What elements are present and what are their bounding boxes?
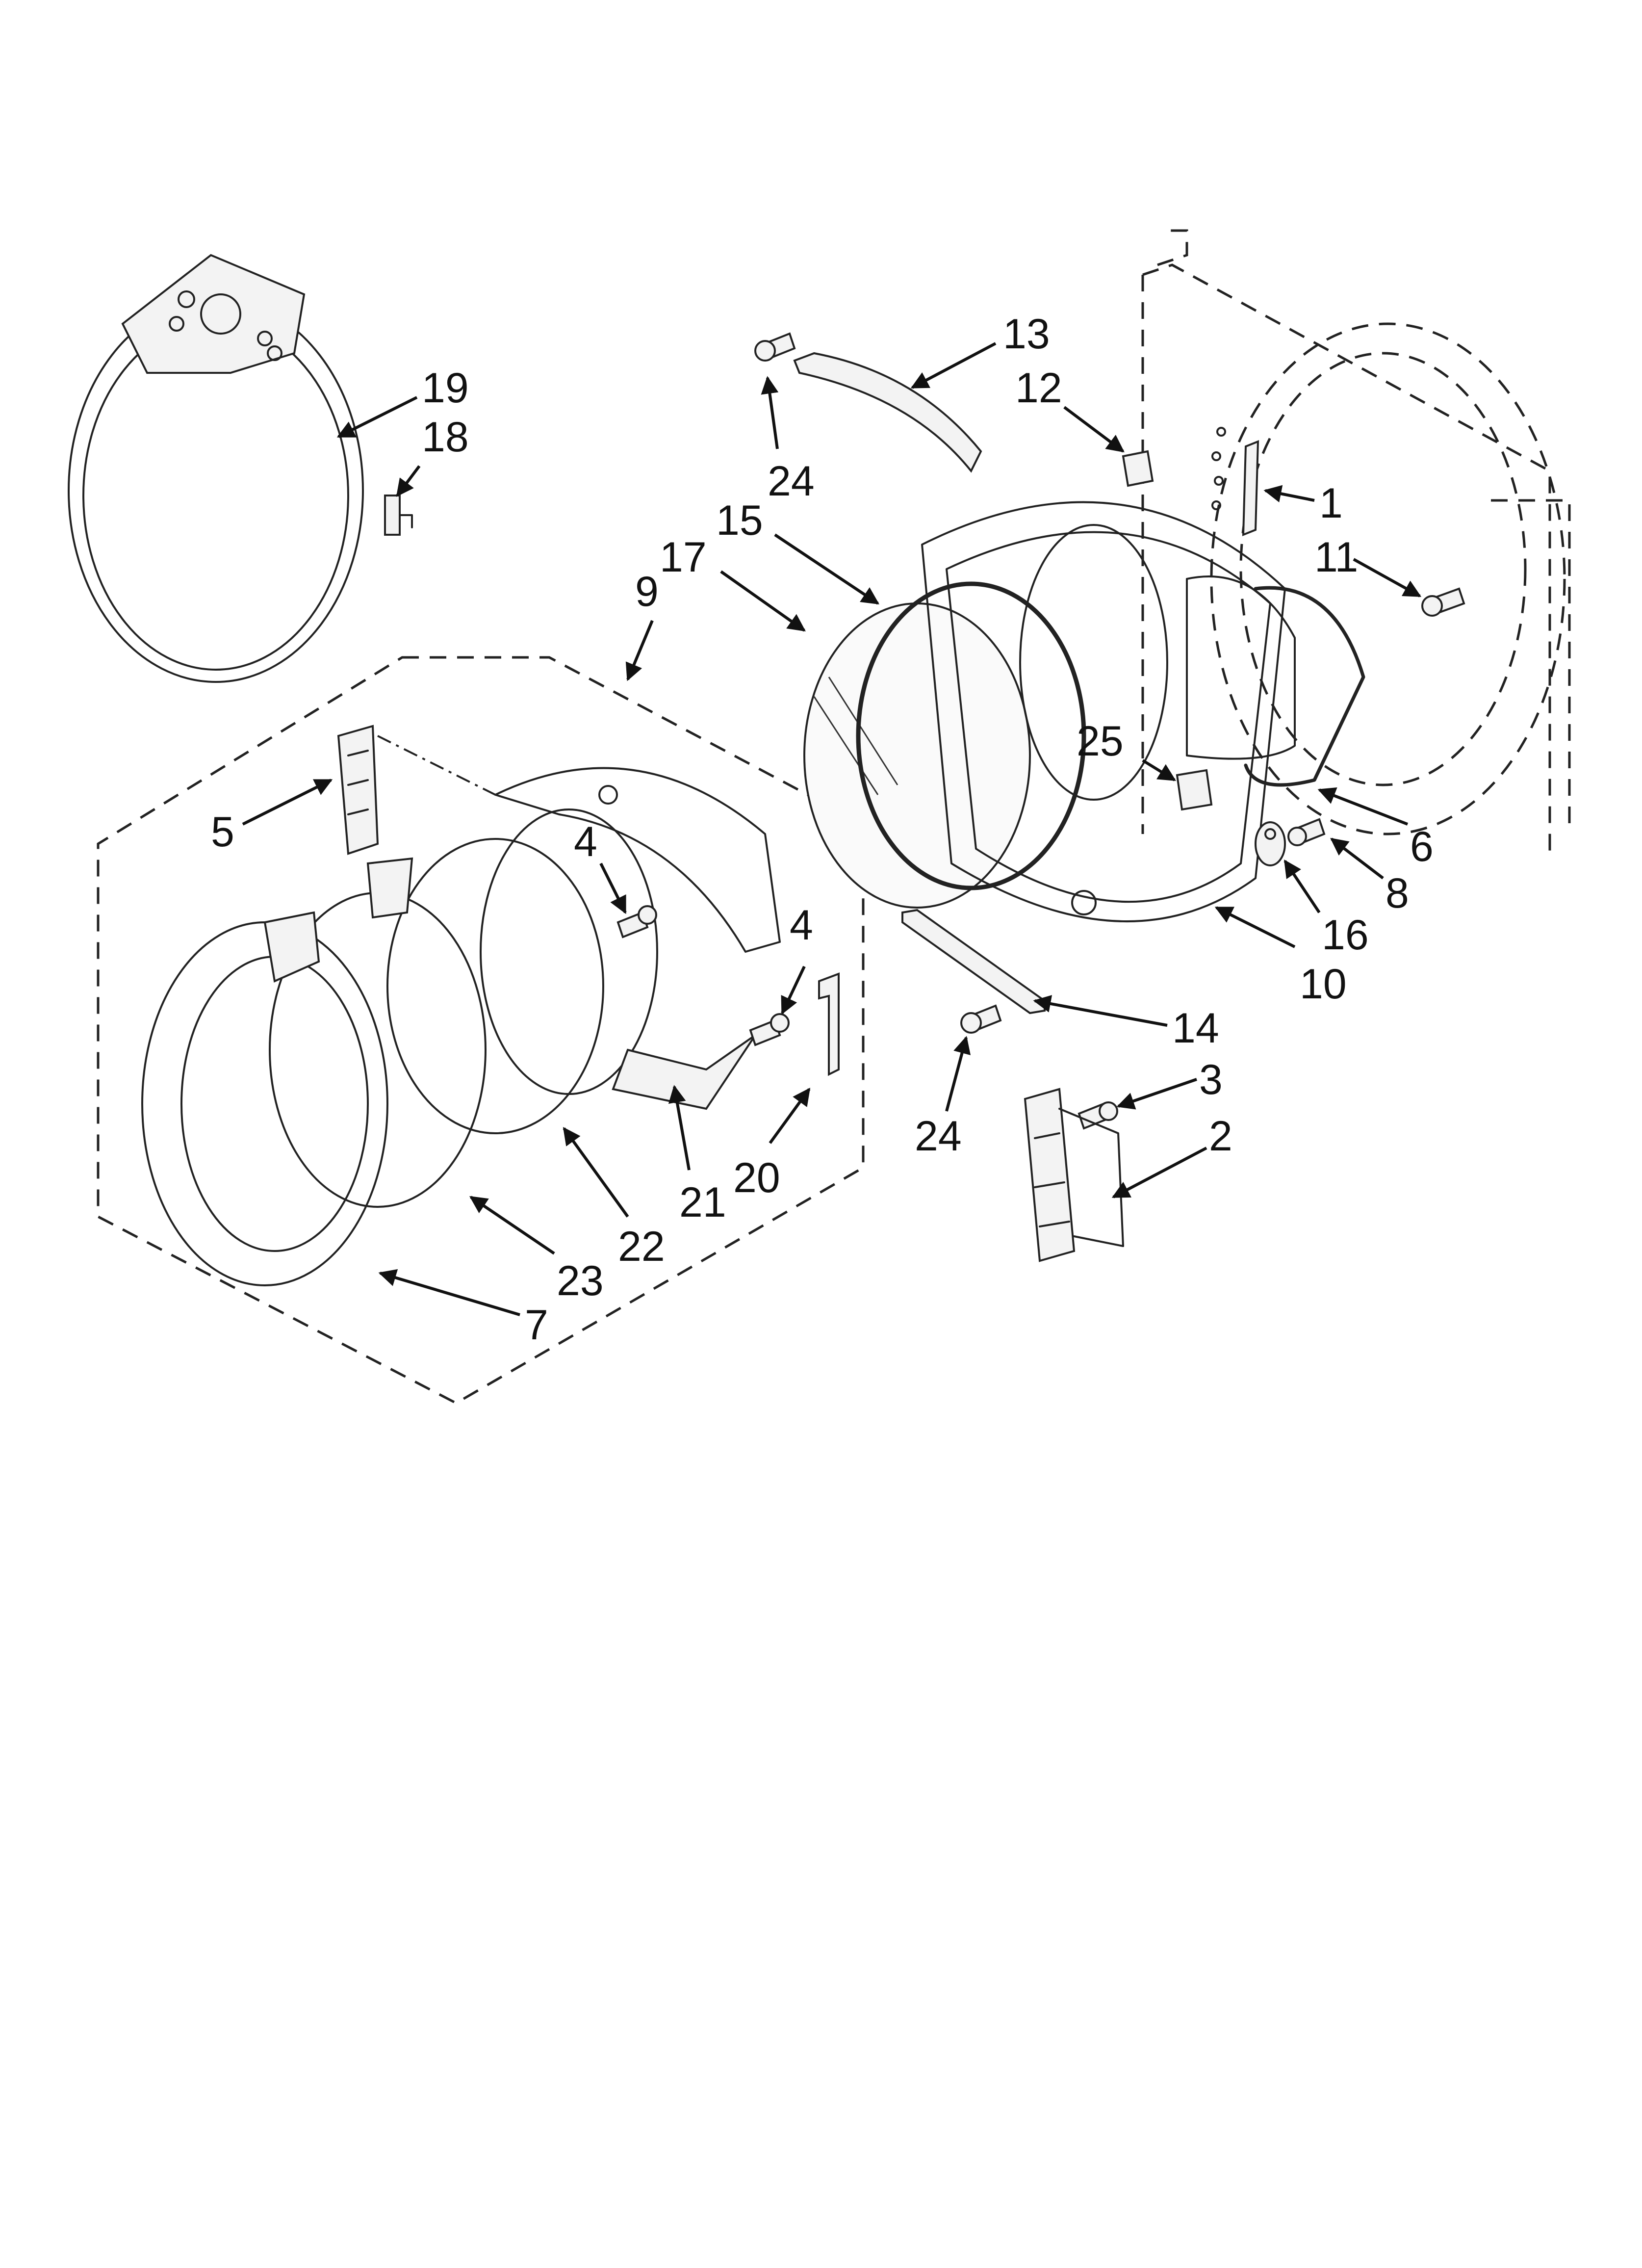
callout-16: 16 [1322, 912, 1369, 959]
part-16-washer [1255, 821, 1286, 866]
leader-lines [242, 342, 1422, 1316]
callout-23: 23 [557, 1257, 604, 1304]
part-1-door-switch-strip [1211, 427, 1259, 536]
callout-3: 3 [1199, 1056, 1223, 1103]
part-18-bracket [384, 495, 413, 536]
part-4-screw-lower [749, 1013, 790, 1046]
door-assembly-boundary [97, 656, 865, 1405]
part-24-screw-bottom [960, 1004, 1002, 1034]
callout-21: 21 [679, 1179, 726, 1226]
handle-alignment-line [377, 735, 496, 796]
callout-24-b: 24 [915, 1113, 962, 1160]
callout-14: 14 [1172, 1005, 1219, 1052]
part-25-panel-clip [1176, 769, 1213, 811]
part-3-screw [1078, 1101, 1118, 1130]
callout-17: 17 [660, 534, 707, 581]
part-2-door-hinge [1024, 1088, 1124, 1262]
callout-25: 25 [1077, 718, 1124, 765]
callout-11: 11 [1314, 534, 1358, 581]
callout-8: 8 [1385, 870, 1409, 917]
part-24-screw-top [754, 332, 796, 362]
callout-1: 1 [1319, 480, 1343, 527]
part-12-top-clip [1122, 450, 1154, 487]
callout-9: 9 [635, 568, 659, 615]
callout-24-a: 24 [768, 458, 815, 505]
part-15-glass-gasket [856, 581, 1086, 890]
part-23-inner-door-frame [263, 892, 487, 1208]
callout-15: 15 [716, 497, 763, 544]
part-19-bulkhead-ring [68, 254, 364, 683]
part-7-outer-door-ring [141, 921, 388, 1286]
part-21-outer-door-panel [480, 767, 781, 1110]
part-6-front-panel-seal [1244, 586, 1365, 787]
callout-12: 12 [1015, 365, 1062, 412]
callout-19: 19 [422, 365, 469, 412]
glass-reflection [813, 677, 898, 795]
callout-20: 20 [733, 1154, 780, 1201]
part-4-screw-upper [616, 905, 657, 938]
part-13-top-bracket [793, 352, 982, 473]
callout-22: 22 [618, 1223, 665, 1270]
callout-6: 6 [1410, 823, 1434, 870]
callout-5: 5 [211, 808, 234, 856]
part-22-door-liner [366, 838, 604, 1134]
part-5-door-handle [337, 725, 379, 855]
callout-7: 7 [525, 1302, 548, 1349]
callout-2: 2 [1209, 1113, 1232, 1160]
cabinet-front-outline [1141, 229, 1571, 854]
part-11-screw [1421, 587, 1465, 617]
callout-4-b: 4 [790, 902, 813, 949]
part-20-strike-bracket [818, 972, 840, 1076]
callout-4-a: 4 [574, 818, 597, 865]
part-8-screw [1287, 818, 1326, 846]
part-14-lower-trim-strip [901, 909, 1046, 1015]
callout-18: 18 [422, 414, 469, 461]
callout-13: 13 [1003, 311, 1050, 358]
callout-10: 10 [1300, 961, 1347, 1008]
callout-labels: 1 2 3 4 4 5 6 7 8 9 10 11 12 13 14 15 16… [211, 311, 1434, 1349]
